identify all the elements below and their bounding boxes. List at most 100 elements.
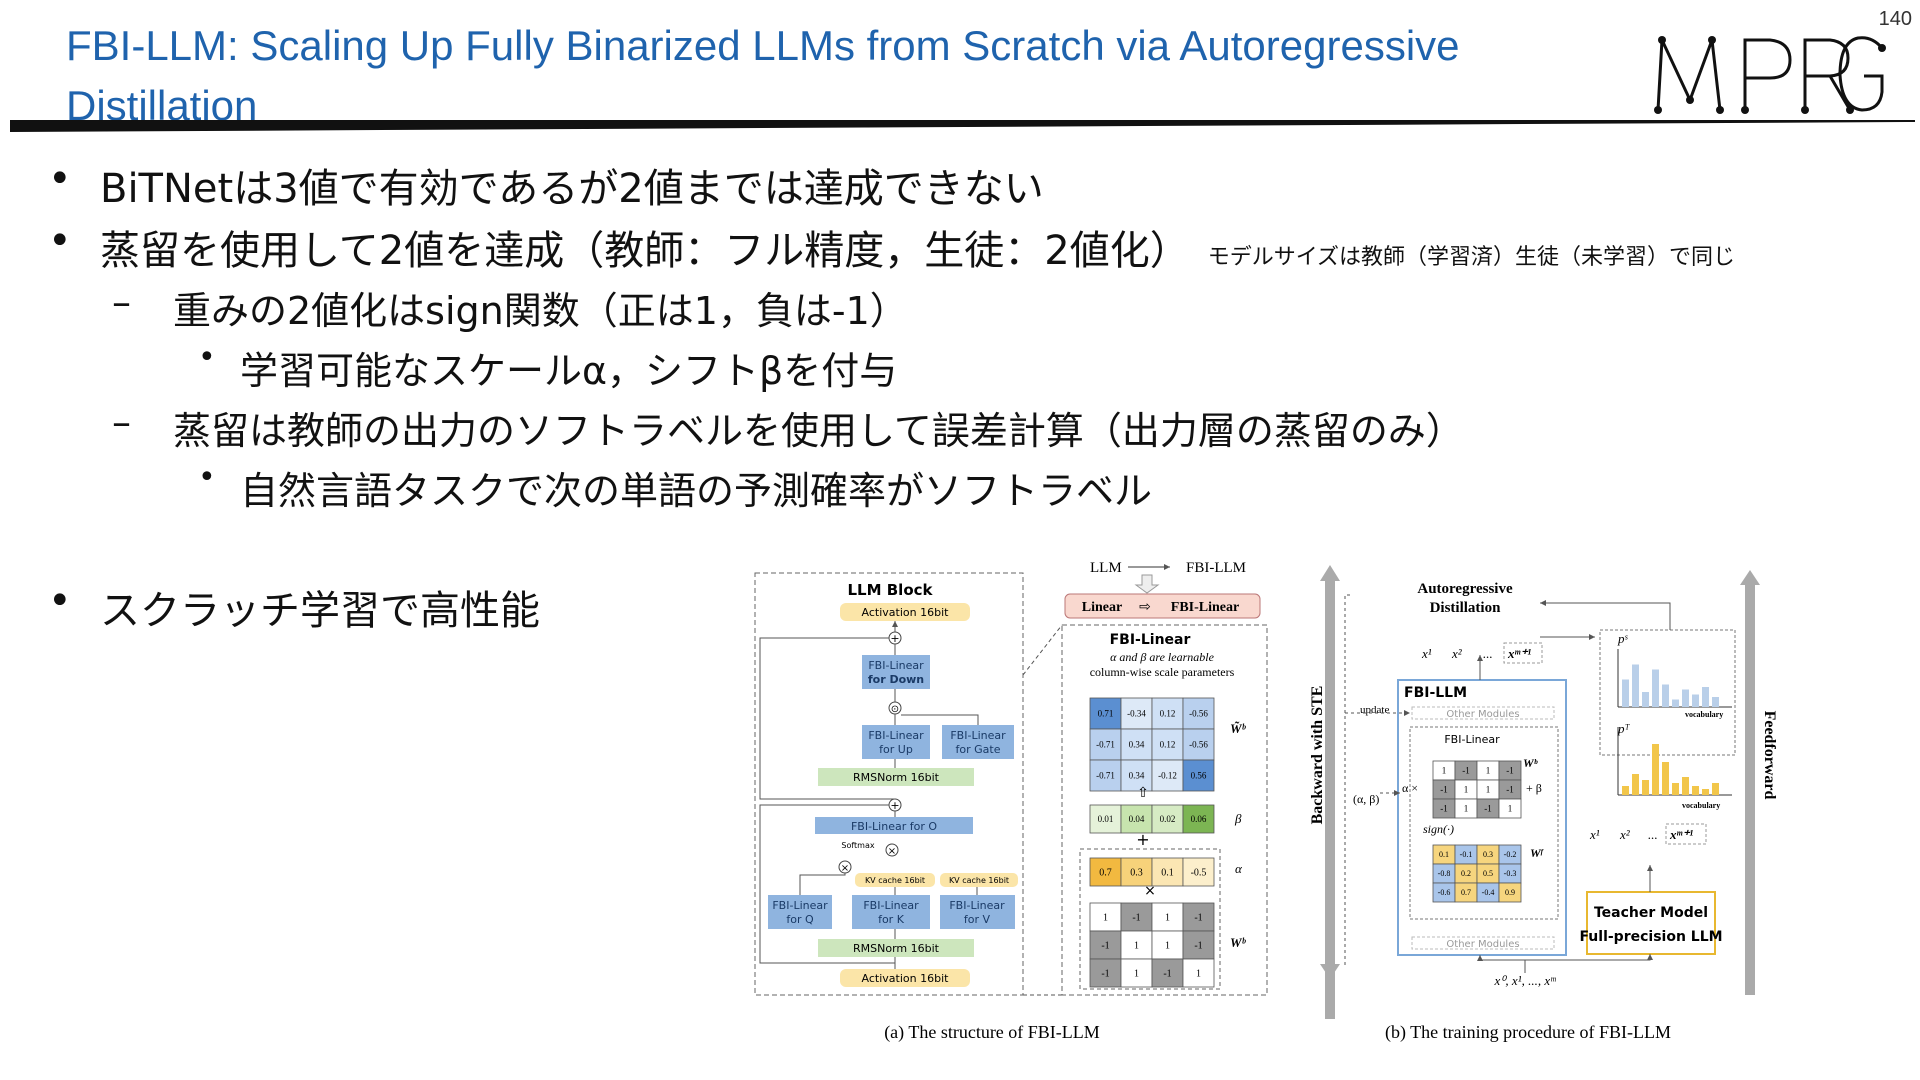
prob-bar [1652,744,1659,795]
llm-block-title: LLM Block [847,581,933,599]
wb-tilde-cell [1182,759,1215,792]
wf-value: 0.3 [1483,850,1493,859]
prob-bar [1642,692,1649,707]
teacher-line2: Full-precision LLM [1579,929,1722,945]
llm-block-diagram: LLM Block Activation 16bit + FBI-Linear … [754,572,1024,996]
wf-value: -0.3 [1504,869,1517,878]
prob-bar [1682,689,1689,707]
bullet-next-word: 自然言語タスクで次の単語の予測確率がソフトラベル [240,469,1153,513]
wb-tilde-cell [1120,759,1153,792]
wb-b-value: 1 [1442,766,1447,776]
input-seq: x⁰, x¹, ..., xᵐ [1493,973,1556,988]
wb-a-cell [1182,958,1215,988]
wb-a-cell [1120,902,1153,932]
prob-bar [1672,699,1679,707]
fbi-linear-inner: FBI-Linear [1444,733,1500,746]
token-1: x² [1619,827,1631,842]
alpha-cell [1151,857,1184,887]
alpha-value: -0.5 [1191,867,1207,878]
token-2: ... [1483,646,1493,661]
svg-text:×: × [841,863,849,874]
wb-tilde-cell [1120,697,1153,730]
wf-value: -0.4 [1482,888,1495,897]
bullet-dot-small: • [198,460,216,495]
vocab-label-1: vocabulary [1685,710,1723,719]
caption-b: (b) The training procedure of FBI-LLM [1385,1022,1671,1043]
token-3: xᵐ⁺¹ [1669,827,1693,842]
wb-a-cell [1089,930,1122,960]
wf-value: 0.7 [1461,888,1471,897]
wb-a-cell [1182,930,1215,960]
wb-b-value: -1 [1506,766,1514,776]
wb-a-value: -1 [1194,912,1202,923]
wb-b-value: -1 [1462,766,1470,776]
q-line1: FBI-Linear [772,899,828,912]
down-line2: for Down [868,673,924,686]
wb-tilde-value: -0.12 [1158,771,1177,781]
prob-bar [1662,684,1669,707]
svg-text:×: × [1144,883,1156,899]
kv-cache-1: KV cache 16bit [865,876,925,885]
training-diagram: Backward with STE Feedforward Autoregres… [1309,565,1778,1019]
o-proj: FBI-Linear for O [851,820,937,833]
slide-title: FBI-LLM: Scaling Up Fully Binarized LLMs… [66,22,1460,129]
beta-value: 0.04 [1129,814,1145,824]
svg-text:+: + [890,799,899,812]
beta-value: 0.06 [1191,814,1207,824]
feedforward-label: Feedforward [1761,711,1778,800]
wb-a-value: -1 [1132,912,1140,923]
svg-text:×: × [888,846,896,857]
token-2: ... [1648,827,1658,842]
wb-b-value: -1 [1484,804,1492,814]
wb-b-value: 1 [1464,785,1469,795]
wb-tilde-value: -0.34 [1127,709,1146,719]
wf-value: -0.1 [1460,850,1473,859]
kv-cache-2: KV cache 16bit [949,876,1009,885]
svg-text:+: + [1136,830,1149,849]
bullet-dash: – [112,400,131,444]
fbi-linear-detail: FBI-Linear α and β are learnable column-… [1061,624,1268,996]
wb-a-value: -1 [1194,940,1202,951]
alpha-cell [1120,857,1153,887]
wb-b-value: -1 [1506,785,1514,795]
wb-tilde-cell [1151,697,1184,730]
page-number: 140 [1878,8,1912,30]
wf-value: 0.5 [1483,869,1493,878]
add-symbol: + [890,632,899,645]
wb-tilde-label: W̃ᵇ [1230,721,1247,736]
prob-bar [1702,687,1709,707]
wb-b-cell [1498,798,1522,819]
wb-tilde-value: -0.71 [1096,771,1115,781]
wb-a-value: 1 [1165,940,1170,951]
bullet-dot: • [48,578,72,624]
wf-value: -0.8 [1438,869,1451,878]
wb-tilde-value: 0.34 [1129,771,1145,781]
beta-cell [1089,804,1122,834]
prob-bar [1642,780,1649,795]
prob-bar [1622,786,1629,795]
pt-label: pᵀ [1617,721,1631,736]
wf-value: 0.2 [1461,869,1471,878]
bullet-dot: • [48,156,72,202]
mult-symbol: ⊙ [891,704,899,715]
wb-a-cell [1151,958,1184,988]
wb-a-value: 1 [1134,940,1139,951]
wb-tilde-value: 0.56 [1191,771,1207,781]
bullet-scale-shift: 学習可能なスケールα，シフトβを付与 [240,349,898,393]
wb-b-value: 1 [1486,766,1491,776]
v-line2: for V [964,913,991,926]
beta-cell [1182,804,1215,834]
bullet-distillation-text: 蒸留を使用して2値を達成（教師：フル精度，生徒：2値化） [100,228,1190,274]
other-modules-top: Other Modules [1446,709,1519,720]
wb-b-value: 1 [1464,804,1469,814]
prob-bar [1632,664,1639,707]
alpha-value: 0.7 [1099,867,1112,878]
down-line1: FBI-Linear [868,659,924,672]
prob-bar [1662,762,1669,795]
wb-a-value: -1 [1101,968,1109,979]
plus-beta: + β [1526,781,1542,795]
wf-cell [1498,882,1522,903]
bullet-bitnet: BiTNetは3値で有効であるが2値までは達成できない [100,166,1044,212]
other-modules-bottom: Other Modules [1446,939,1519,950]
